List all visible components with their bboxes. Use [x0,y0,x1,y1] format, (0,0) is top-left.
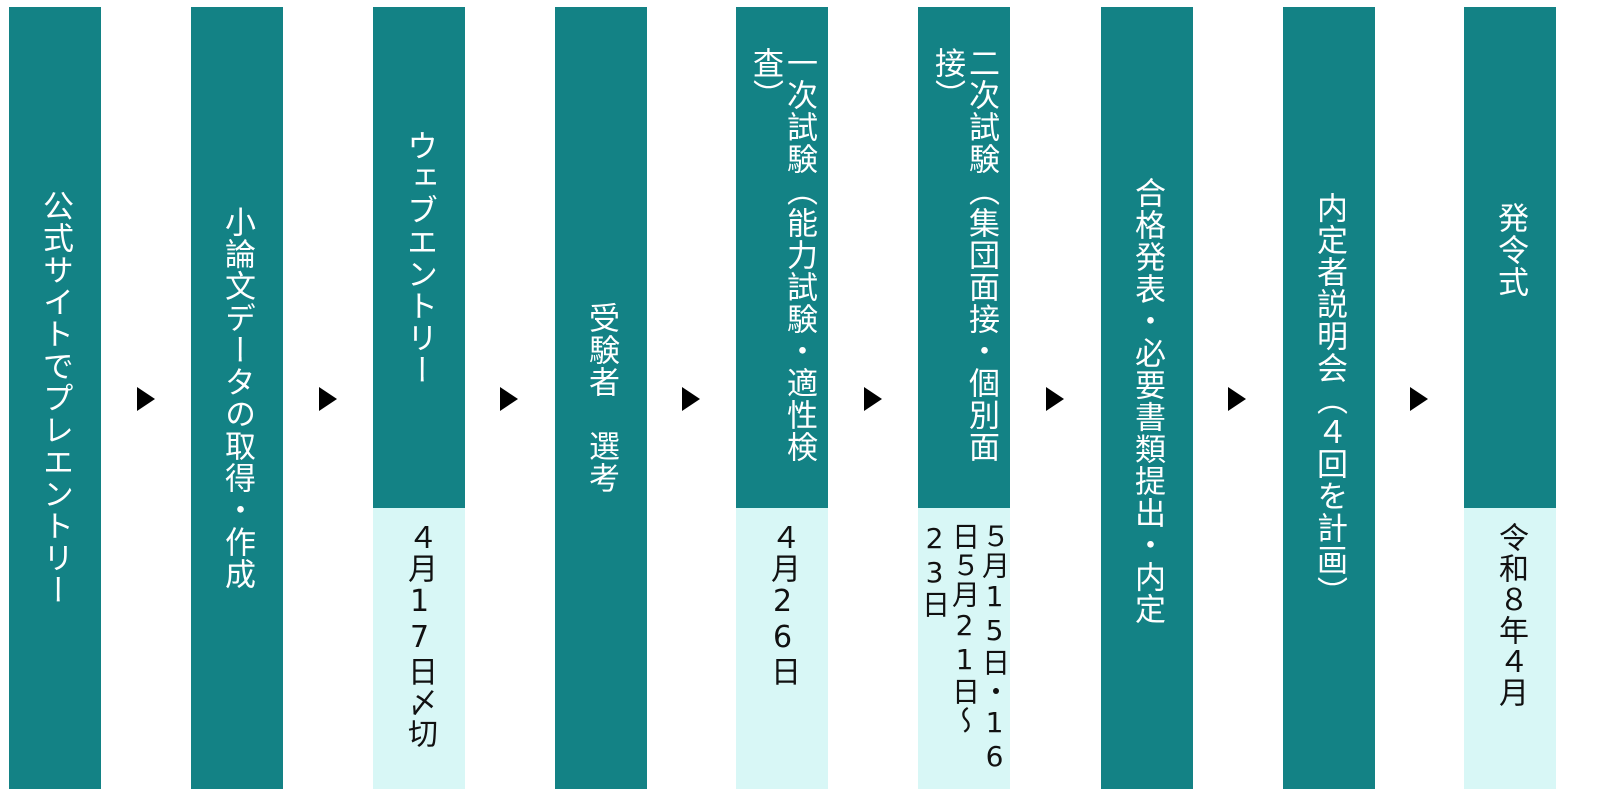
step-header: 受験者 選考 [555,7,647,789]
step-date: ４月26日 [765,522,800,687]
step-date: 令和８年４月 [1493,522,1528,708]
step-title: 受験者 選考 [583,302,619,494]
step-title: 合格発表・必要書類提出・内定 [1129,177,1165,625]
step-2: 小論文データの取得・作成 [191,7,283,789]
step-title: 発令式 [1492,202,1528,298]
right-triangle-icon [500,387,518,411]
step-9: 発令式 令和８年４月 [1464,7,1556,789]
step-title: 二次試験（集団面接・個別面接） [929,47,999,463]
step-5: 一次試験（能力試験・適性検査） ４月26日 [736,7,828,789]
step-date-box: 令和８年４月 [1464,508,1556,789]
step-header: 公式サイトでプレエントリー [9,7,101,789]
step-header: 二次試験（集団面接・個別面接） [918,7,1010,508]
right-triangle-icon [137,387,155,411]
step-6: 二次試験（集団面接・個別面接） ５月15日・16日５月21日～23日 [918,7,1011,789]
step-date-box: ４月17日〆切 [373,508,465,789]
step-header: 内定者説明会（４回を計画） [1283,7,1375,789]
step-title: 小論文データの取得・作成 [219,206,255,590]
step-date: ４月17日〆切 [402,522,437,749]
step-title: ウェブエントリー [401,129,437,386]
step-header: ウェブエントリー [373,7,465,508]
right-triangle-icon [1046,387,1064,411]
right-triangle-icon [864,387,882,411]
step-4: 受験者 選考 [555,7,647,789]
step-title: 一次試験（能力試験・適性検査） [747,47,817,463]
step-8: 内定者説明会（４回を計画） [1283,7,1375,789]
right-triangle-icon [1410,387,1428,411]
step-header: 小論文データの取得・作成 [191,7,283,789]
right-triangle-icon [682,387,700,411]
step-header: 発令式 [1464,7,1556,508]
step-3: ウェブエントリー ４月17日〆切 [373,7,465,789]
step-title: 内定者説明会（４回を計画） [1311,192,1347,608]
step-header: 一次試験（能力試験・適性検査） [736,7,828,508]
right-triangle-icon [319,387,337,411]
step-title: 公式サイトでプレエントリー [37,190,73,606]
step-7: 合格発表・必要書類提出・内定 [1101,7,1193,789]
step-date: ５月15日・16日５月21日～23日 [918,522,1011,774]
step-date-box: ４月26日 [736,508,828,789]
step-date-box: ５月15日・16日５月21日～23日 [918,508,1011,789]
step-header: 合格発表・必要書類提出・内定 [1101,7,1193,789]
step-1: 公式サイトでプレエントリー [9,7,101,789]
right-triangle-icon [1228,387,1246,411]
